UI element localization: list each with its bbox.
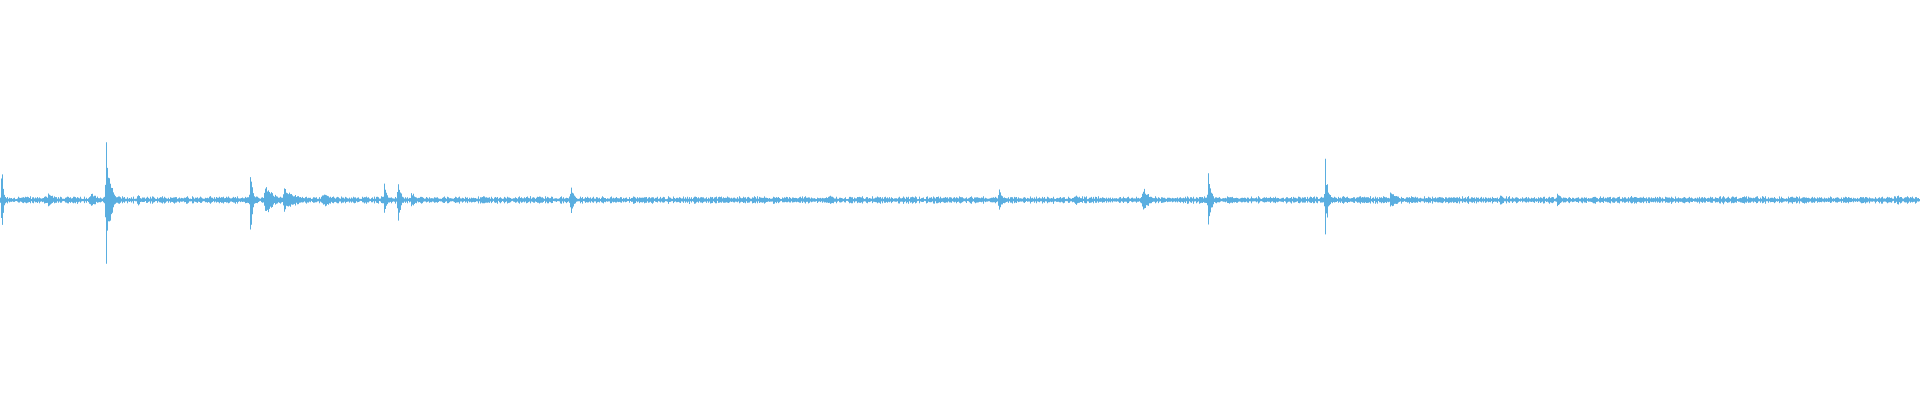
waveform-trace xyxy=(0,142,1920,264)
